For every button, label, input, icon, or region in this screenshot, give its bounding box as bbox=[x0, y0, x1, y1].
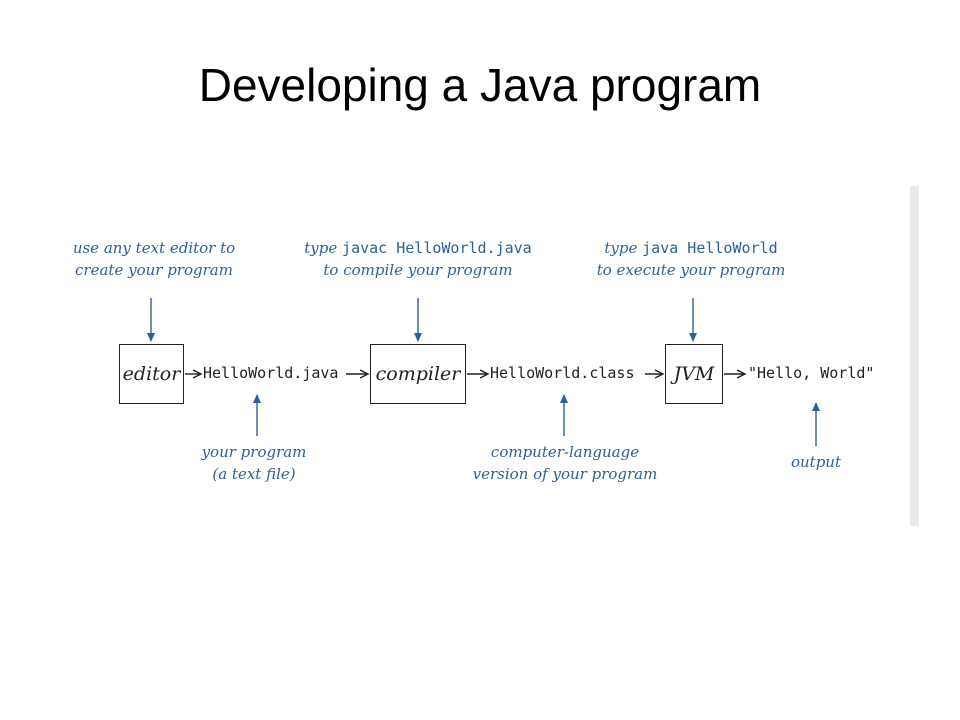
output-up-arrowhead bbox=[812, 402, 820, 411]
editor-top-note-line1: use any text editor to bbox=[72, 239, 236, 257]
compiler-top-note-line2: to compile your program bbox=[323, 261, 513, 279]
java-file-label: HelloWorld.java bbox=[203, 364, 339, 382]
java-file-note-line2: (a text file) bbox=[212, 465, 296, 483]
editor-down-arrowhead bbox=[147, 333, 155, 342]
java-file-up-arrowhead bbox=[253, 394, 261, 403]
jvm-top-note-line1: type java HelloWorld bbox=[592, 237, 790, 259]
class-file-note-line1: computer-language bbox=[490, 443, 640, 461]
editor-to-java-arrowhead bbox=[192, 369, 203, 379]
edge-strip bbox=[910, 186, 919, 526]
compiler-down-arrowhead bbox=[414, 333, 422, 342]
slide-title: Developing a Java program bbox=[198, 59, 762, 111]
compiler-to-class-arrowhead bbox=[479, 369, 490, 379]
jvm-down-arrowhead bbox=[689, 333, 697, 342]
jvm-to-output-arrowhead bbox=[736, 369, 747, 379]
editor-box: editor bbox=[119, 344, 184, 404]
compiler-top-note-line1: type javac HelloWorld.java bbox=[296, 237, 540, 259]
compiler-top-note: type javac HelloWorld.java to compile yo… bbox=[296, 237, 540, 281]
compiler-box: compiler bbox=[370, 344, 466, 404]
class-file-note-line2: version of your program bbox=[472, 465, 658, 483]
class-file-label: HelloWorld.class bbox=[490, 364, 635, 382]
java-to-compiler-arrowhead bbox=[359, 369, 370, 379]
class-file-note: computer-language version of your progra… bbox=[470, 441, 660, 485]
output-note-line1: output bbox=[790, 453, 841, 471]
java-file-note: your program (a text file) bbox=[190, 441, 318, 485]
jvm-top-note-prefix: type bbox=[604, 239, 638, 257]
jvm-top-note-line2: to execute your program bbox=[596, 261, 786, 279]
compiler-command: javac HelloWorld.java bbox=[342, 239, 532, 257]
output-label: "Hello, World" bbox=[748, 364, 875, 382]
editor-top-note: use any text editor to create your progr… bbox=[66, 237, 242, 281]
jvm-top-note: type java HelloWorld to execute your pro… bbox=[592, 237, 790, 281]
jvm-box: JVM bbox=[665, 344, 723, 404]
editor-top-note-line2: create your program bbox=[75, 261, 233, 279]
compiler-top-note-prefix: type bbox=[304, 239, 338, 257]
java-file-note-line1: your program bbox=[201, 443, 307, 461]
jvm-command: java HelloWorld bbox=[642, 239, 778, 257]
output-note: output bbox=[776, 451, 856, 473]
class-to-jvm-arrowhead bbox=[654, 369, 665, 379]
class-file-up-arrowhead bbox=[560, 394, 568, 403]
